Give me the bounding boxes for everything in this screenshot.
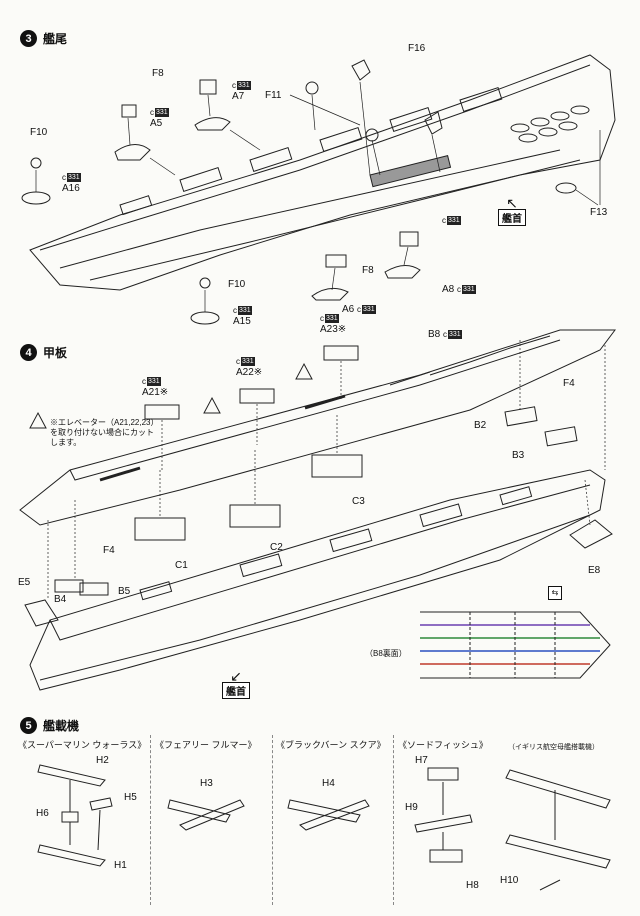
label-h2: H2: [96, 755, 109, 766]
step3-number: 3: [20, 30, 37, 47]
label-e8: E8: [588, 565, 601, 576]
aircraft-skua: [287, 799, 370, 831]
label-f8-bottom: F8: [362, 265, 374, 276]
section-divider: [393, 735, 394, 905]
step4-parts: [24, 345, 613, 627]
step4-title: 甲板: [43, 346, 68, 360]
aircraft-title-skua: 《ブラックバーン スクア》: [276, 740, 386, 750]
flight-deck-drawing: [19, 329, 616, 526]
step3-leaders: [35, 81, 601, 312]
label-f16: F16: [408, 43, 426, 54]
label-f13: F13: [590, 207, 608, 218]
label-f10-top: F10: [30, 127, 48, 138]
aircraft-walrus: [37, 764, 113, 867]
bow-arrow-icon: ↙: [230, 668, 242, 684]
aircraft-title-swordfish: 《ソードフィッシュ》: [398, 740, 488, 750]
b8-underside-inset: [420, 611, 611, 679]
step5-title: 艦載機: [43, 719, 80, 733]
direction-marker-icon: ⇆: [548, 586, 562, 600]
step5-header: 5 艦載機: [20, 717, 79, 734]
label-c2: C2: [270, 542, 283, 553]
step3-title: 艦尾: [43, 32, 68, 46]
aircraft-swordfish: [414, 767, 611, 891]
label-f11: F11: [265, 90, 282, 101]
bow-indicator-step4: ↙ 艦首: [222, 668, 250, 699]
label-b2: B2: [474, 420, 487, 431]
label-h5: H5: [124, 792, 137, 803]
step5-number: 5: [20, 717, 37, 734]
step4-leaders: [47, 340, 606, 600]
label-h8: H8: [466, 880, 479, 891]
stern-hull-drawing: [29, 54, 616, 291]
label-e5: E5: [18, 577, 31, 588]
step3-header: 3 艦尾: [20, 30, 67, 47]
bow-label: 艦首: [498, 209, 526, 226]
label-c3: C3: [352, 496, 365, 507]
label-b4: B4: [54, 594, 67, 605]
bow-indicator-step3: ↖ 艦首: [498, 195, 526, 226]
label-f10-bottom: F10: [228, 279, 246, 290]
elevator-caution-note: ※エレベーター（A21,22,23）を取り付けない場合にカットします。: [50, 418, 159, 447]
lower-hull-drawing: [29, 469, 606, 691]
label-h1: H1: [114, 860, 127, 871]
label-h4: H4: [322, 778, 335, 789]
section-divider: [272, 735, 273, 905]
label-c1: C1: [175, 560, 188, 571]
bow-label: 艦首: [222, 682, 250, 699]
label-f4-left: F4: [103, 545, 115, 556]
label-b8-underside: （B8裏面）: [365, 649, 407, 658]
bow-arrow-icon: ↖: [506, 195, 518, 211]
aircraft-title-fulmar: 《フェアリー フルマー》: [155, 740, 257, 750]
aircraft-fulmar: [167, 799, 245, 831]
carrier-note: （イギリス航空母艦搭載機）: [508, 744, 599, 751]
step4-number: 4: [20, 344, 37, 361]
step4-header: 4 甲板: [20, 344, 67, 361]
caution-triangles: [29, 362, 313, 429]
label-f8-top: F8: [152, 68, 164, 79]
label-b3: B3: [512, 450, 525, 461]
aircraft-title-walrus: 《スーパーマリン ウォーラス》: [18, 740, 147, 750]
label-h7: H7: [415, 755, 428, 766]
section-divider: [150, 735, 151, 905]
label-f4-right: F4: [563, 378, 575, 389]
label-h6: H6: [36, 808, 49, 819]
label-b5: B5: [118, 586, 131, 597]
label-h9: H9: [405, 802, 418, 813]
label-h3: H3: [200, 778, 213, 789]
label-h10: H10: [500, 875, 519, 886]
